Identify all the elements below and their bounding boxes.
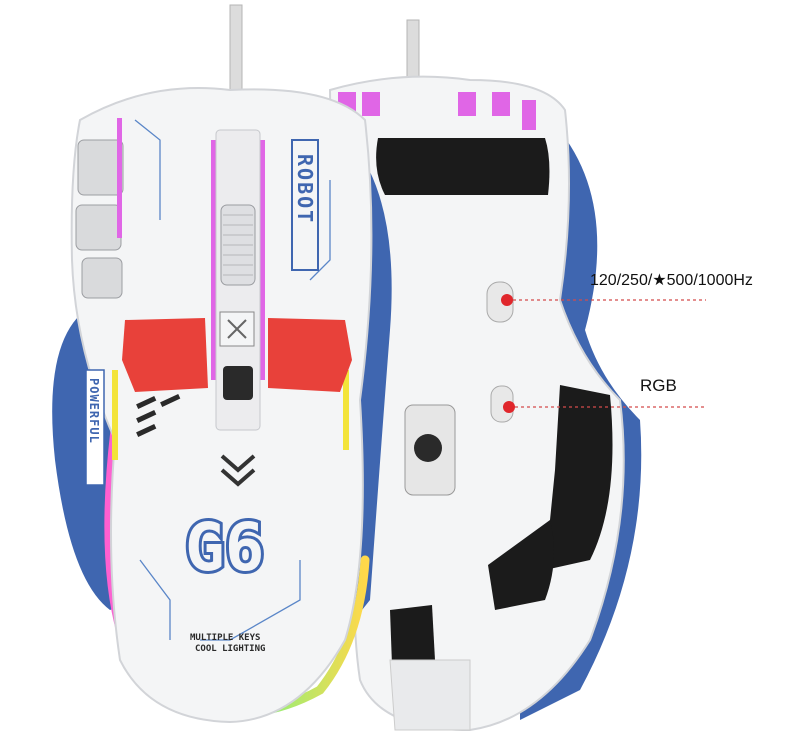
svg-text:POWERFUL: POWERFUL <box>87 378 101 444</box>
side-buttons <box>75 139 124 299</box>
polling-callout-dot <box>501 294 513 306</box>
optical-sensor <box>414 434 442 462</box>
rgb-label: RGB <box>640 376 677 395</box>
rgb-callout-dot <box>503 401 515 413</box>
svg-text:ROBOT: ROBOT <box>293 154 317 224</box>
mouse-top-view: ROBOT POWERFUL G6 MULTIPLE KEYS COOL LIG… <box>52 4 392 724</box>
left-red-button[interactable] <box>122 318 208 392</box>
dpi-button[interactable] <box>223 366 253 400</box>
side-button-2[interactable] <box>75 204 122 251</box>
g6-logo: G6 <box>185 509 264 586</box>
tagline-cool-lighting: COOL LIGHTING <box>195 644 265 654</box>
powerful-badge: POWERFUL <box>85 369 105 486</box>
tagline-multiple-keys: MULTIPLE KEYS <box>190 633 260 643</box>
robot-badge: ROBOT <box>291 139 319 271</box>
right-red-button[interactable] <box>268 318 352 392</box>
right-skate <box>545 385 613 570</box>
side-button-3[interactable] <box>81 257 123 299</box>
dpi-switch[interactable] <box>486 281 514 323</box>
top-skate <box>376 138 550 195</box>
side-button-1[interactable] <box>77 139 124 196</box>
lower-skate <box>488 520 554 610</box>
polling-rate-label: 120/250/★500/1000Hz <box>590 272 753 289</box>
